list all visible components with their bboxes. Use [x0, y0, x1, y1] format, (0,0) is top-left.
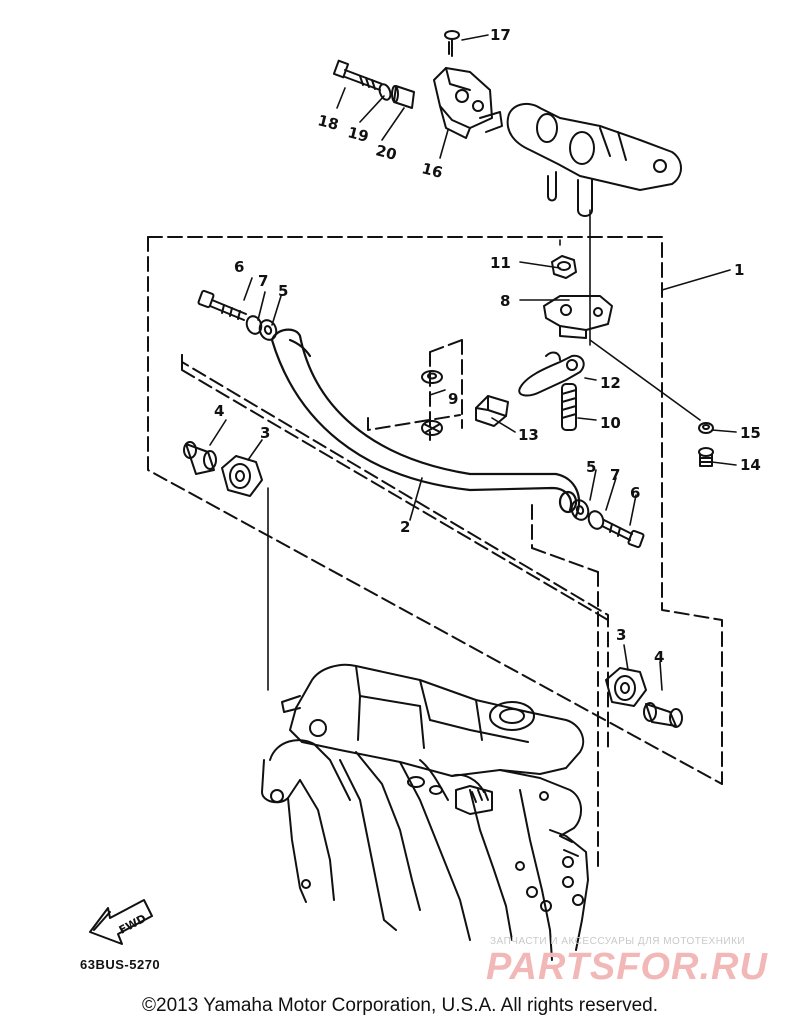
leader-lines: [209, 34, 737, 691]
washer-19: [378, 83, 392, 101]
part-label-1: 1: [734, 261, 744, 279]
part-label-10: 10: [600, 414, 621, 432]
part-label-7-right: 7: [610, 466, 620, 484]
part-label-7-left: 7: [258, 272, 268, 290]
nut-3-right: [605, 667, 647, 707]
watermark-tagline: ЗАПЧАСТИ И АКСЕССУАРЫ ДЛЯ МОТОТЕХНИКИ: [490, 936, 746, 947]
copyright-notice: ©2013 Yamaha Motor Corporation, U.S.A. A…: [142, 995, 658, 1016]
part-label-4-right: 4: [654, 648, 664, 666]
part-label-6-left: 6: [234, 258, 244, 276]
screw-14: [698, 447, 714, 467]
part-label-5-left: 5: [278, 282, 288, 300]
grommet-9: [421, 370, 443, 436]
part-label-8: 8: [500, 292, 510, 310]
washer-7-right: [587, 510, 605, 530]
link-plate-8: [543, 295, 613, 339]
block-13: [475, 395, 509, 427]
part-label-11: 11: [490, 254, 511, 272]
part-label-14: 14: [740, 456, 761, 474]
part-label-13: 13: [518, 426, 539, 444]
collar-4-right: [643, 702, 683, 728]
washer-15: [698, 422, 714, 434]
watermark-brand: PARTSFOR.RU: [486, 946, 768, 988]
part-label-6-right: 6: [630, 484, 640, 502]
steering-bracket-top: [506, 102, 682, 217]
part-label-17: 17: [490, 26, 511, 44]
part-label-12: 12: [600, 374, 621, 392]
pin-10: [561, 383, 577, 431]
bolt-6-left: [197, 289, 247, 321]
part-label-16: 16: [420, 159, 445, 182]
assembly-outline-dashed: [147, 236, 723, 871]
part-label-5-right: 5: [586, 458, 596, 476]
curved-rod-2: [270, 328, 581, 518]
drawing-code: 63BUS-5270: [80, 957, 161, 972]
bracket-16: [433, 67, 503, 139]
part-label-9: 9: [448, 390, 458, 408]
collar-20: [391, 85, 415, 109]
part-label-4-left: 4: [214, 402, 224, 420]
screw-17: [444, 30, 460, 57]
bolt-18: [332, 59, 383, 91]
swivel-bracket: [261, 663, 589, 961]
fwd-label: FWD: [117, 912, 149, 937]
part-label-18: 18: [316, 111, 341, 134]
part-label-15: 15: [740, 424, 761, 442]
nut-3-left: [221, 455, 263, 497]
bolt-6-right: [601, 519, 645, 549]
collar-4-left: [183, 441, 217, 475]
part-label-3-right: 3: [616, 626, 626, 644]
nut-11: [551, 255, 577, 279]
part-label-2: 2: [400, 518, 410, 536]
part-label-19: 19: [346, 123, 371, 146]
part-label-3-left: 3: [260, 424, 270, 442]
lever-12: [518, 351, 585, 397]
collar-5-right: [570, 499, 590, 521]
part-label-20: 20: [374, 141, 399, 164]
fwd-arrow-icon: [89, 899, 153, 945]
part-labels: 17 18 19 20 16 1 11 8 12 10 13 9 15 14 6…: [214, 26, 761, 666]
